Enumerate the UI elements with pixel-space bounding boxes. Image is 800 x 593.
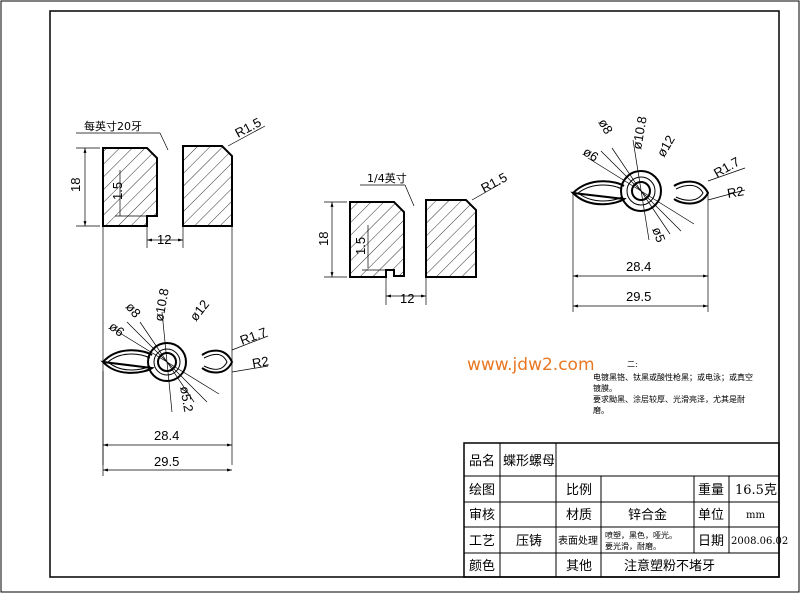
left-thread-label: 每英寸20牙: [84, 119, 142, 133]
right-d12-label: ø12: [654, 133, 678, 160]
tb-color-label: 颜色: [469, 558, 495, 574]
tb-product-name: 蝶形螺母: [503, 454, 555, 469]
middle-section-view: [324, 183, 501, 305]
left-radius-label: R1.5: [232, 115, 263, 141]
tb-drawn-label: 绘图: [469, 483, 495, 498]
middle-width-label: 12: [400, 291, 414, 306]
left-r2-label: R2: [251, 353, 270, 371]
right-d108-label: ø10.8: [629, 115, 650, 150]
middle-height-label: 18: [316, 232, 331, 246]
tb-weight-value: 16.5克: [735, 483, 777, 498]
tb-other-value: 注意塑粉不堵牙: [624, 558, 715, 574]
left-width-label: 12: [157, 232, 171, 247]
right-r2-label: R2: [726, 183, 745, 201]
right-span-outer-label: 29.5: [626, 289, 651, 304]
tb-date-label: 日期: [698, 534, 724, 549]
left-height-label: 18: [68, 178, 83, 192]
notes-line-2: 电镀黑铬、钛黑或酸性枪黑；或电泳；或真空: [593, 372, 753, 382]
middle-thread-label: 1/4英寸: [367, 171, 407, 185]
notes-line-5: 磨。: [593, 405, 609, 415]
left-section-view: [76, 125, 266, 465]
tb-process-label: 工艺: [469, 534, 495, 549]
watermark: www.jdw2.com: [467, 355, 595, 375]
tb-surface-value-1: 喷塑，黑色，哑光。: [605, 530, 677, 540]
middle-inner-height-label: 1.5: [353, 237, 368, 255]
middle-radius-label: R1.5: [478, 170, 509, 196]
right-span-inner-label: 28.4: [626, 259, 651, 274]
tb-product-name-label: 品名: [469, 453, 495, 469]
left-d108-label: ø10.8: [151, 287, 172, 322]
right-d5-label: ø5: [649, 225, 668, 244]
notes-line-3: 镀膜。: [593, 383, 617, 393]
tb-unit-value: mm: [746, 510, 765, 521]
tb-material-value: 锌合金: [628, 507, 667, 523]
right-r17-label: R1.7: [711, 154, 742, 181]
left-r17-label: R1.7: [238, 324, 269, 347]
notes-line-1: 二:: [627, 360, 638, 369]
inner-frame: [49, 10, 780, 578]
left-d52-label: ø5.2: [177, 385, 196, 413]
left-span-inner-label: 28.4: [154, 428, 179, 443]
tb-date-value: 2008.06.02: [731, 536, 788, 547]
notes-line-4: 要求黝黑、涂层较厚、光滑亮泽，尤其是耐: [593, 394, 745, 404]
right-plan-view: [570, 139, 746, 312]
left-d12-label: ø12: [187, 297, 213, 324]
tb-unit-label: 单位: [698, 508, 724, 523]
right-d8-label: ø8: [595, 116, 616, 137]
left-inner-height-label: 1.5: [110, 182, 125, 200]
tb-surface-label: 表面处理: [558, 534, 598, 547]
left-span-outer-label: 29.5: [154, 454, 179, 469]
left-d8-label: ø8: [123, 299, 144, 320]
tb-material-label: 材质: [566, 508, 592, 523]
tb-review-label: 审核: [469, 508, 495, 523]
tb-surface-value-2: 要光滑，耐磨。: [605, 541, 661, 551]
right-d6-label: ø6: [580, 144, 601, 165]
left-plan-view: [100, 311, 269, 476]
tb-scale-label: 比例: [566, 483, 592, 498]
tb-weight-label: 重量: [698, 482, 724, 498]
title-block-grid: [463, 442, 780, 578]
tb-process-value: 压铸: [516, 533, 542, 549]
left-d6-label: ø6: [106, 319, 127, 340]
tb-other-label: 其他: [566, 559, 592, 574]
